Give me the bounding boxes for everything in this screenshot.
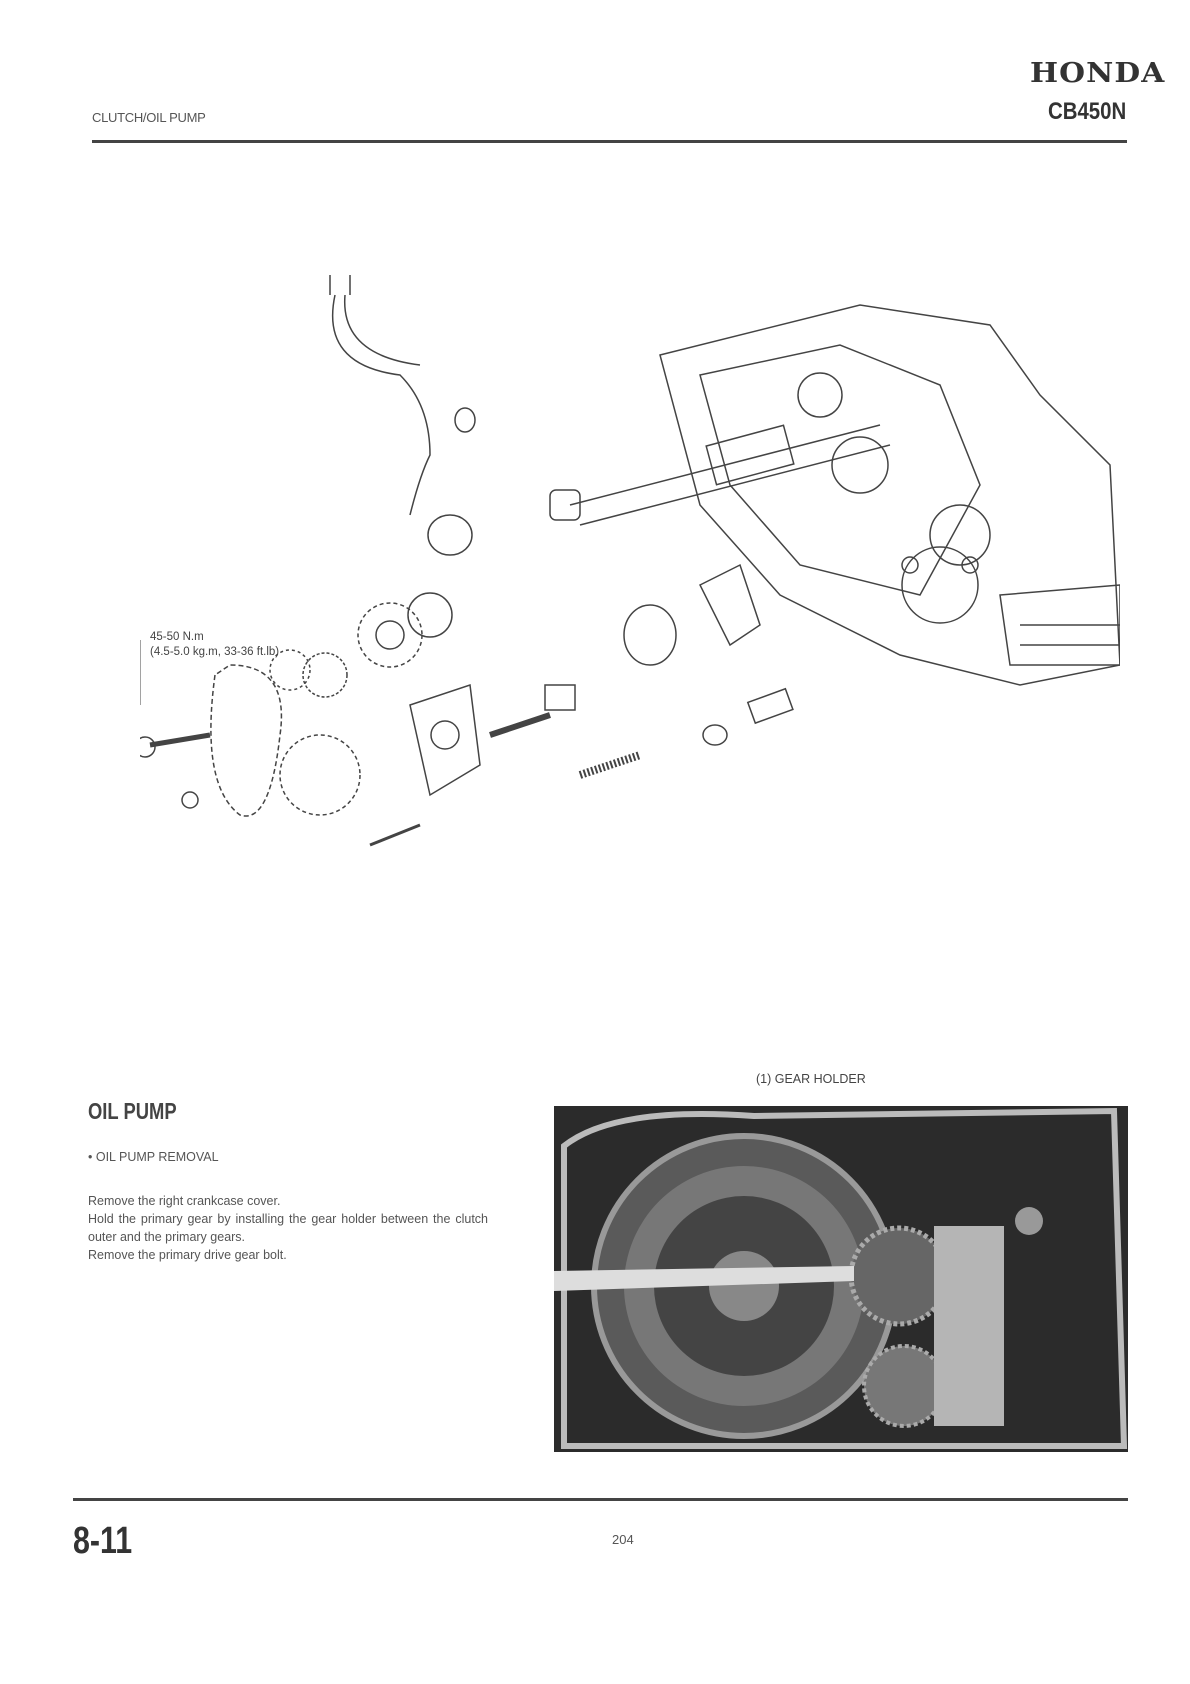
oil-pump-parts — [369, 563, 794, 847]
model-name: CB450N — [1048, 98, 1127, 125]
procedure-step: Remove the primary drive gear bolt. — [88, 1248, 287, 1262]
torque-spec-kgm-ftlb: (4.5-5.0 kg.m, 33-36 ft.lb) — [150, 646, 280, 658]
procedure-subheading: • OIL PUMP REMOVAL — [88, 1150, 219, 1164]
section-heading: OIL PUMP — [88, 1098, 177, 1124]
chapter-page-number: 8-11 — [73, 1520, 133, 1562]
crankcase-illustration — [659, 304, 1120, 686]
shaft — [569, 424, 891, 526]
gear-holder-photo — [554, 1106, 1128, 1452]
torque-spec-label: 45-50 N.m (4.5-5.0 kg.m, 33-36 ft.lb) — [150, 630, 279, 660]
section-title: CLUTCH/OIL PUMP — [92, 110, 206, 125]
footer-divider — [73, 1498, 1128, 1501]
brand-logo: HONDA — [1030, 58, 1166, 89]
photo-caption: (1) GEAR HOLDER — [756, 1072, 866, 1086]
header-divider — [92, 140, 1127, 143]
gears-chain — [140, 592, 453, 817]
procedure-step: Remove the right crankcase cover. — [88, 1194, 281, 1208]
procedure-text: Remove the right crankcase cover. Hold t… — [88, 1192, 488, 1264]
torque-spec-nm: 45-50 N.m — [150, 631, 204, 643]
wiring-sensor — [329, 275, 581, 556]
procedure-step: Hold the primary gear by installing the … — [88, 1212, 488, 1244]
exploded-view-diagram — [140, 275, 1120, 847]
page-number: 204 — [612, 1532, 634, 1547]
